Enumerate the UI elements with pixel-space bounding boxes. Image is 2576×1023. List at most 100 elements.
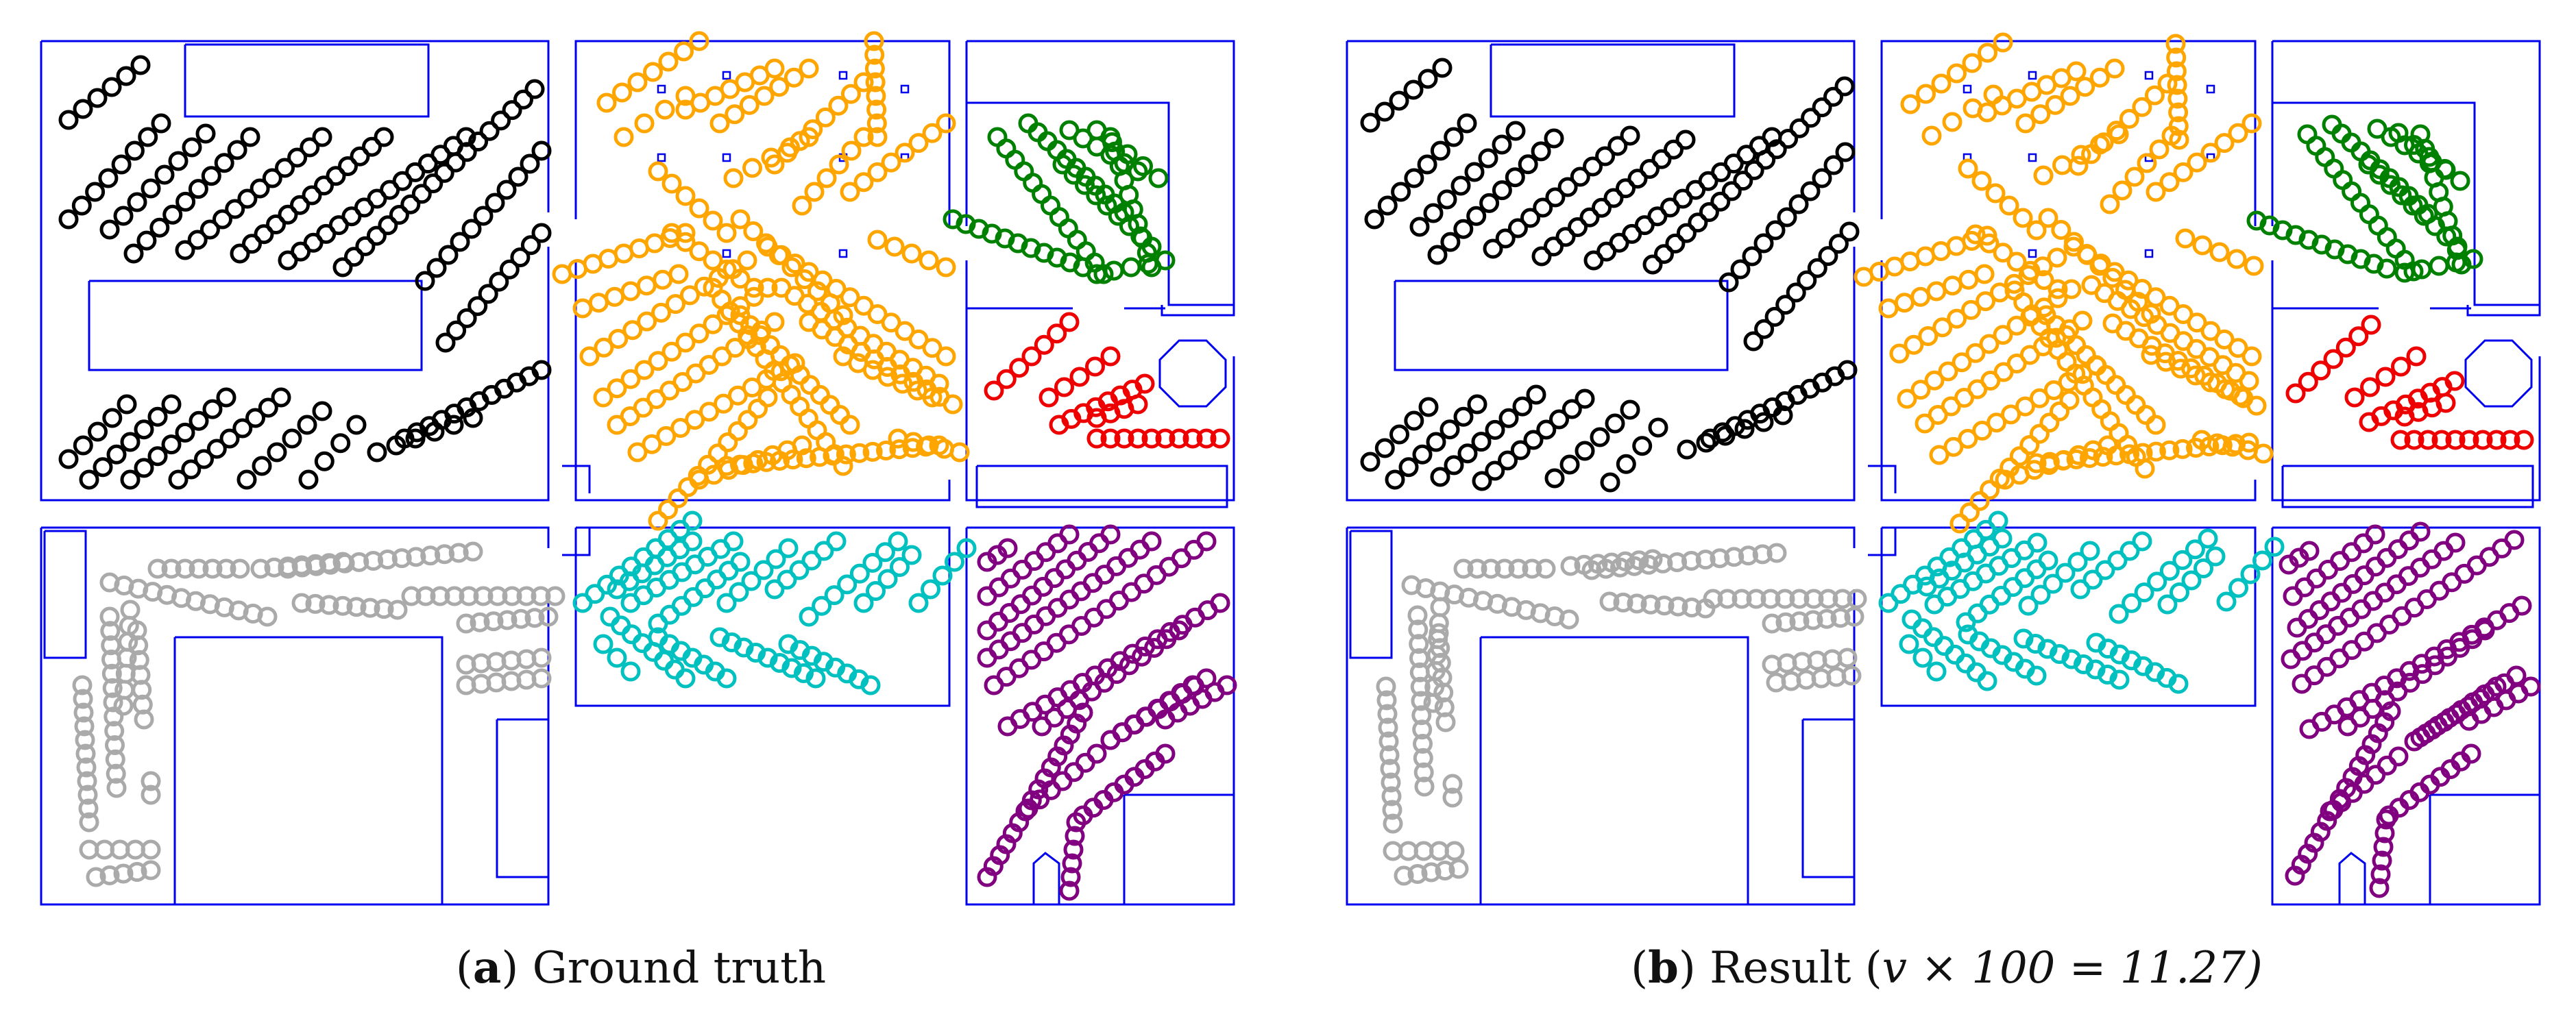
pedestrian-marker — [2052, 155, 2072, 175]
pedestrian-marker — [1041, 195, 1060, 216]
pedestrian-marker — [85, 182, 106, 202]
pedestrian-marker — [682, 510, 703, 531]
caption-letter: a — [472, 942, 502, 994]
pedestrian-marker — [796, 448, 816, 469]
pedestrian-marker — [2187, 312, 2207, 333]
pedestrian-marker — [1413, 762, 1434, 782]
wall-segment — [496, 718, 550, 878]
pedestrian-marker — [194, 449, 214, 469]
pedestrian-marker — [853, 172, 874, 193]
pedestrian-marker — [1696, 432, 1716, 453]
pedestrian-marker — [608, 329, 629, 349]
pedestrian-marker — [86, 867, 106, 887]
pedestrian-marker — [1653, 553, 1673, 574]
pedestrian-marker — [1442, 774, 1463, 794]
pedestrian-marker — [2071, 145, 2091, 165]
pedestrian-marker — [335, 553, 355, 574]
pillar — [2028, 153, 2037, 162]
pedestrian-marker — [881, 312, 901, 333]
pedestrian-marker — [815, 107, 836, 127]
pedestrian-marker — [2013, 628, 2034, 649]
pedestrian-marker — [829, 154, 849, 175]
pedestrian-marker — [101, 663, 122, 684]
pedestrian-marker — [278, 558, 298, 579]
pedestrian-marker — [2486, 430, 2507, 450]
pedestrian-marker — [2404, 430, 2425, 450]
pedestrian-marker — [99, 865, 120, 885]
pedestrian-marker — [1797, 270, 1817, 291]
pedestrian-marker — [1093, 264, 1114, 284]
pedestrian-marker — [113, 206, 134, 226]
pedestrian-marker — [2133, 443, 2153, 463]
pedestrian-marker — [742, 158, 762, 178]
pedestrian-marker — [1755, 149, 1776, 170]
pedestrian-marker — [781, 257, 802, 278]
pedestrian-marker — [1022, 585, 1042, 606]
pedestrian-marker — [1059, 312, 1080, 332]
pillar — [2144, 249, 2154, 258]
pedestrian-marker — [1977, 671, 1997, 691]
pedestrian-marker — [2281, 649, 2301, 669]
pillar — [2028, 71, 2037, 80]
pedestrian-marker — [1985, 183, 2006, 204]
pedestrian-marker — [2328, 615, 2348, 636]
pedestrian-marker — [770, 345, 790, 365]
pedestrian-marker — [147, 558, 168, 579]
pedestrian-marker — [2166, 47, 2187, 68]
pedestrian-marker — [1993, 325, 2013, 345]
pedestrian-marker — [435, 332, 456, 353]
pedestrian-marker — [100, 621, 121, 641]
pedestrian-marker — [1912, 648, 1933, 668]
pedestrian-marker — [622, 320, 643, 341]
pedestrian-marker — [2118, 270, 2139, 291]
pedestrian-marker — [1695, 550, 1716, 570]
pedestrian-marker — [2038, 550, 2058, 571]
pedestrian-marker — [2026, 634, 2045, 654]
pedestrian-marker — [725, 104, 745, 125]
pedestrian-marker — [1182, 675, 1203, 695]
pedestrian-marker — [1512, 396, 1533, 417]
pedestrian-marker — [1038, 387, 1059, 408]
pedestrian-marker — [716, 593, 737, 613]
pedestrian-marker — [1060, 867, 1081, 887]
pedestrian-marker — [175, 240, 195, 260]
pedestrian-marker — [319, 595, 339, 615]
pedestrian-marker — [2168, 674, 2189, 694]
pedestrian-marker — [2132, 97, 2152, 117]
pedestrian-marker — [877, 569, 898, 589]
pedestrian-marker — [141, 178, 161, 199]
pedestrian-marker — [1844, 606, 1864, 627]
pedestrian-marker — [1788, 194, 1809, 214]
wall-segment — [975, 465, 1228, 508]
pedestrian-marker — [867, 230, 888, 250]
pedestrian-marker — [312, 127, 332, 147]
pedestrian-marker — [1426, 432, 1446, 452]
pedestrian-marker — [1418, 69, 1438, 89]
pedestrian-marker — [984, 380, 1004, 401]
pedestrian-marker — [682, 531, 703, 552]
pedestrian-marker — [2403, 261, 2424, 282]
caption-ground-truth: (a) Ground truth — [456, 942, 826, 994]
pedestrian-marker — [741, 571, 762, 591]
pedestrian-marker — [1993, 32, 2013, 53]
pedestrian-marker — [117, 394, 137, 415]
wall-segment — [43, 530, 87, 659]
pedestrian-marker — [2056, 325, 2076, 345]
pedestrian-marker — [820, 395, 840, 415]
wall-segment — [1490, 43, 1736, 118]
pedestrian-marker — [232, 418, 253, 439]
pedestrian-marker — [387, 600, 408, 620]
pedestrian-marker — [1069, 367, 1090, 387]
pedestrian-marker — [757, 648, 778, 668]
pedestrian-marker — [1891, 584, 1911, 604]
pedestrian-marker — [1432, 58, 1453, 78]
pedestrian-marker — [771, 245, 792, 265]
wall-segment — [1880, 260, 2257, 502]
pedestrian-marker — [302, 185, 322, 206]
pedestrian-marker — [520, 235, 541, 256]
pedestrian-marker — [292, 557, 313, 578]
pedestrian-marker — [377, 550, 398, 569]
pedestrian-marker — [1478, 148, 1498, 169]
pedestrian-marker — [1056, 559, 1076, 580]
pedestrian-marker — [230, 243, 250, 264]
